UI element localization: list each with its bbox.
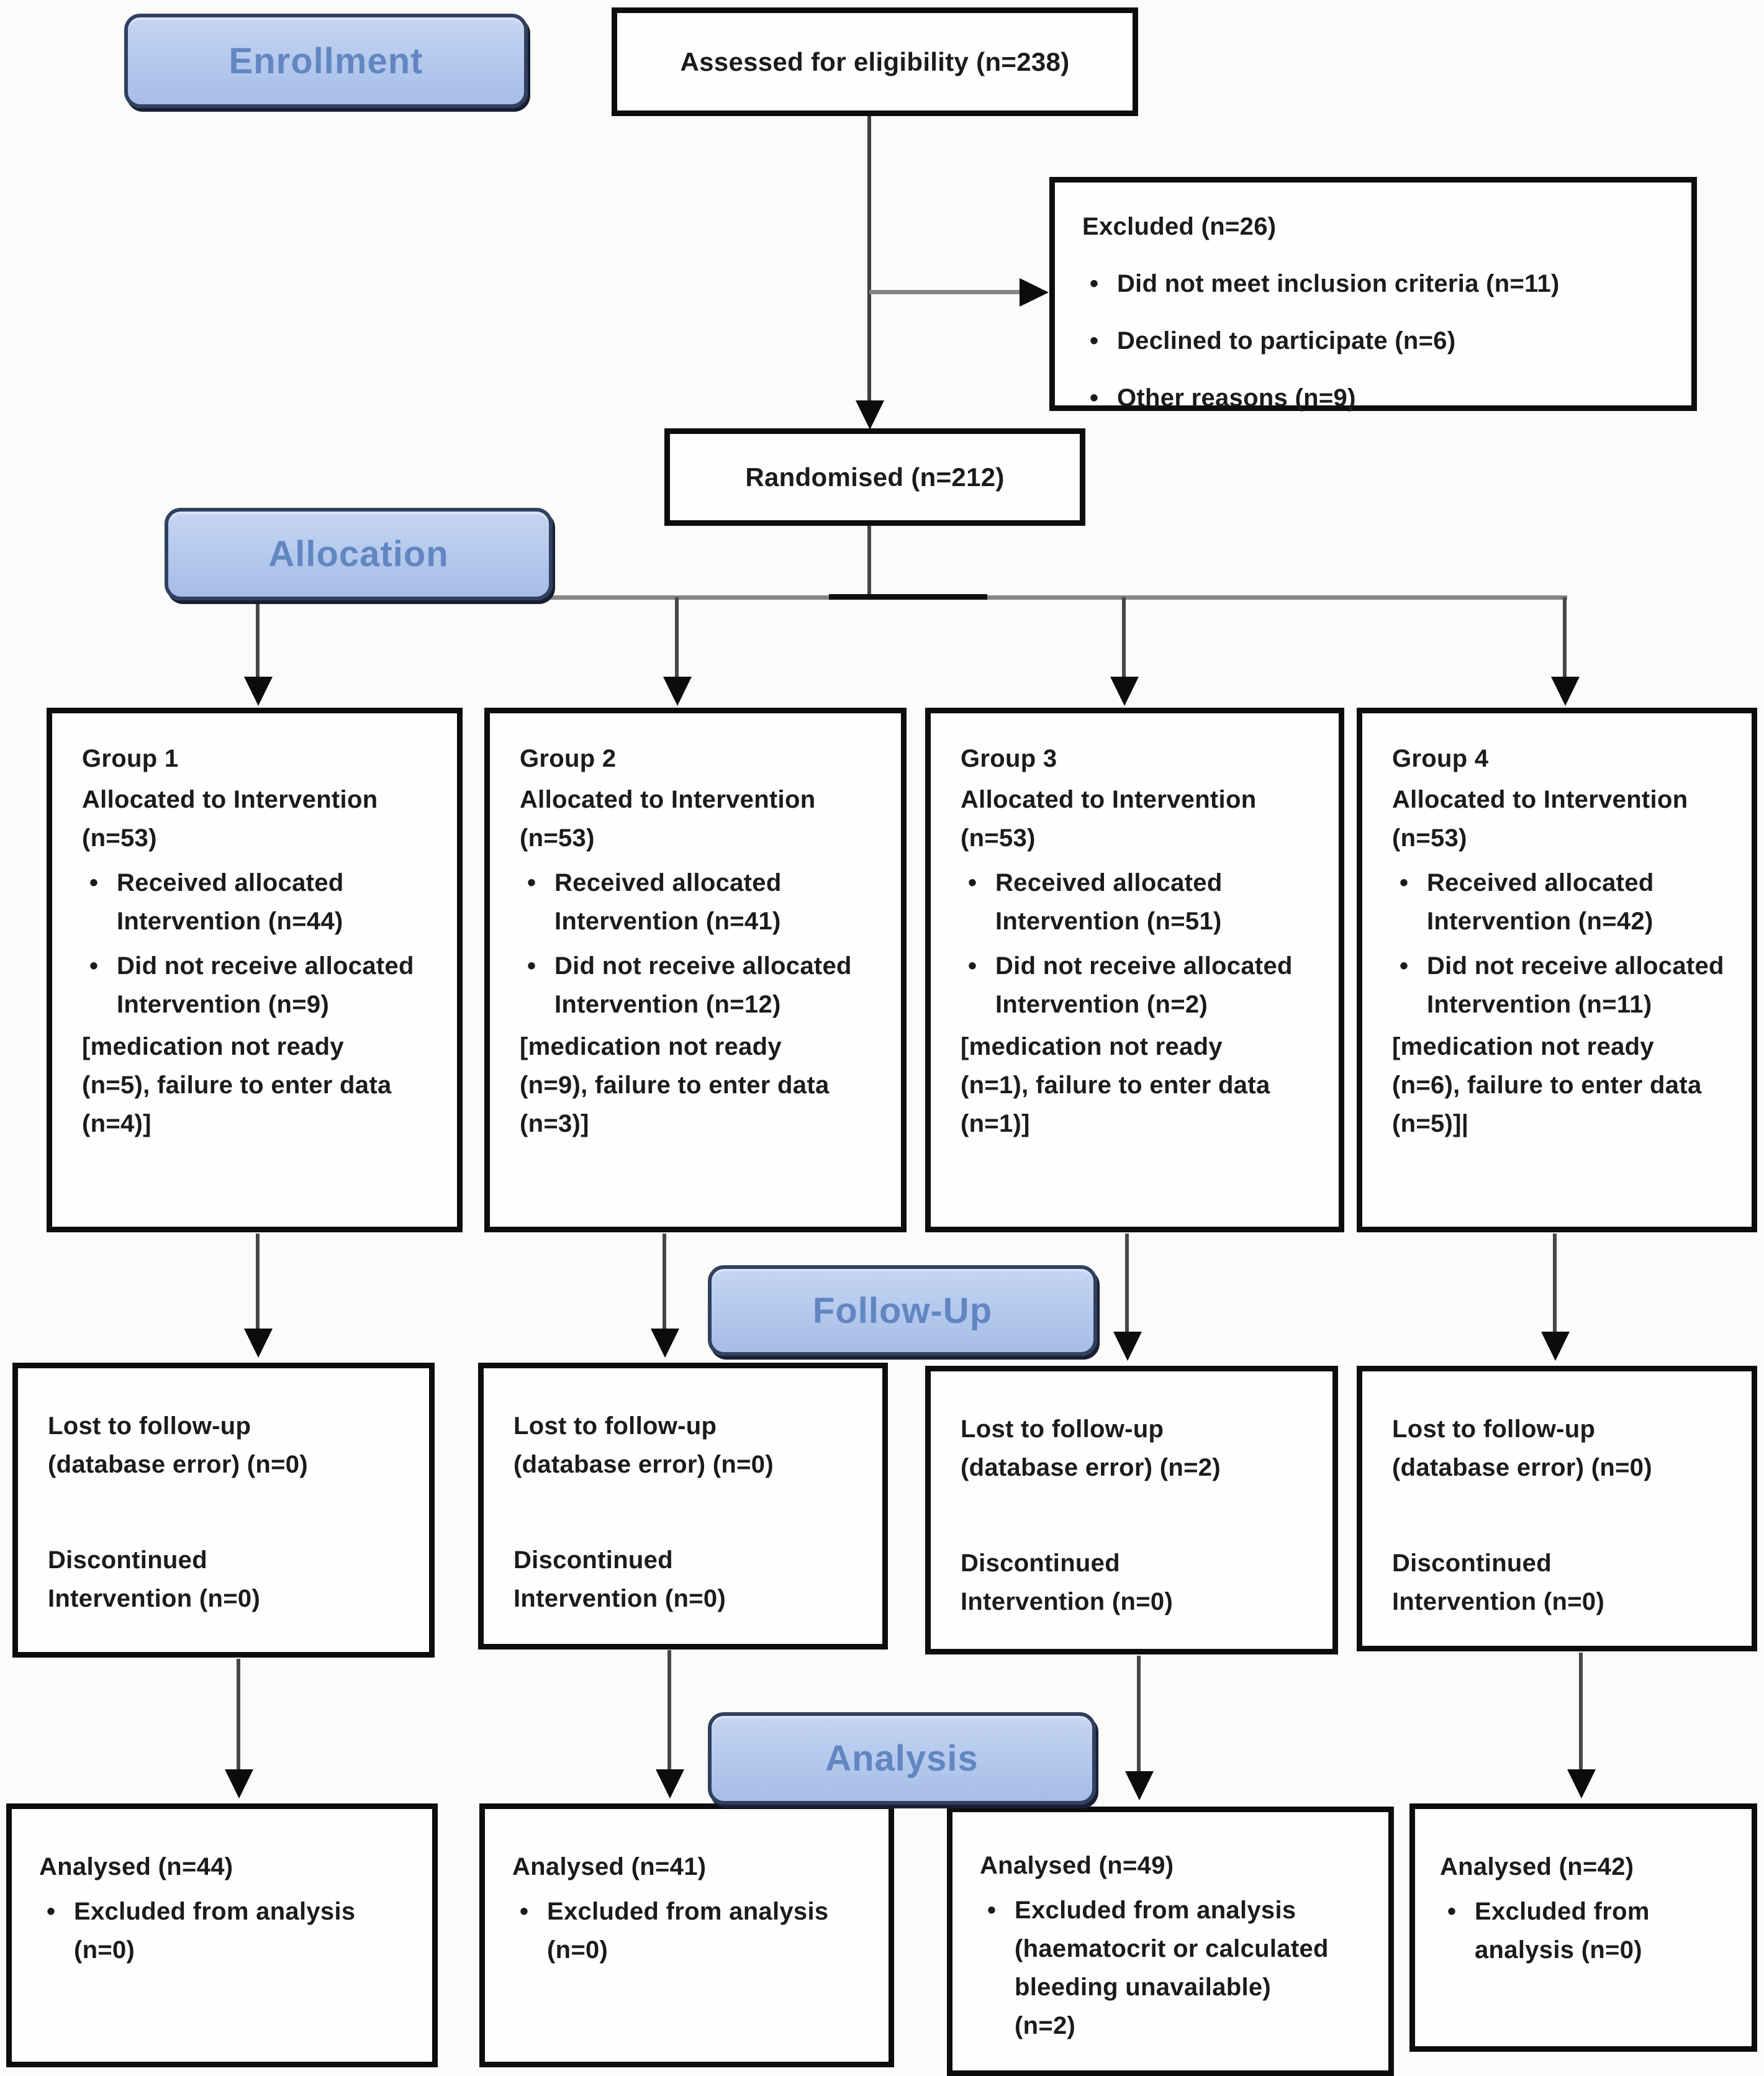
arrowhead-analysed-4-icon — [1567, 1769, 1596, 1798]
allocation-stage-text: Allocation — [268, 534, 449, 574]
assessed-text: Assessed for eligibility (n=238) — [680, 47, 1070, 76]
followup-4-discontinued: Discontinued Intervention (n=0) — [1392, 1550, 1605, 1615]
excluded-box: Excluded (n=26) Did not meet inclusion c… — [1049, 177, 1697, 417]
enrollment-stage-label: Enrollment — [124, 14, 528, 108]
group-3-not-received: Did not receive allocated Intervention (… — [961, 947, 1315, 1024]
analysed-4-line: Analysed (n=42) — [1440, 1853, 1634, 1880]
arrowhead-analysed-3-icon — [1125, 1771, 1154, 1800]
allocation-stage-label: Allocation — [165, 508, 553, 600]
line-rail-to-group-3 — [1122, 597, 1126, 679]
line-group-3-to-followup — [1125, 1234, 1129, 1332]
group-2-received: Received allocated Intervention (n=41) — [520, 864, 877, 941]
line-rail-to-group-1 — [256, 597, 260, 679]
assessed-box: Assessed for eligibility (n=238) — [612, 7, 1138, 116]
analysis-stage-label: Analysis — [708, 1712, 1096, 1805]
line-assessed-to-randomised — [867, 116, 871, 403]
line-rail-to-group-4 — [1563, 597, 1567, 679]
followup-3-box: Lost to follow-up (database error) (n=2)… — [925, 1366, 1338, 1654]
arrowhead-analysed-1-icon — [225, 1769, 253, 1798]
followup-1-box: Lost to follow-up (database error) (n=0)… — [12, 1363, 435, 1658]
line-to-excluded — [869, 290, 1026, 294]
arrowhead-analysed-2-icon — [656, 1769, 684, 1798]
analysed-2-line: Analysed (n=41) — [512, 1853, 707, 1880]
group-3-title: Group 3 — [961, 745, 1057, 772]
analysed-1-line: Analysed (n=44) — [39, 1853, 233, 1880]
analysed-3-line: Analysed (n=49) — [980, 1852, 1174, 1879]
group-4-allocated: Allocated to Intervention (n=53) — [1392, 786, 1688, 852]
line-randomised-to-rail — [867, 526, 871, 599]
group-4-note: [medication not ready (n=6), failure to … — [1392, 1033, 1702, 1137]
arrowhead-group-3-icon — [1110, 677, 1139, 706]
arrowhead-followup-4-icon — [1541, 1332, 1570, 1361]
analysed-1-excluded: Excluded from analysis (n=0) — [39, 1892, 366, 1969]
line-group-1-to-followup — [256, 1234, 260, 1330]
randomised-text: Randomised (n=212) — [745, 462, 1005, 492]
group-2-note: [medication not ready (n=9), failure to … — [520, 1033, 830, 1137]
analysed-2-box: Analysed (n=41) Excluded from analysis (… — [479, 1803, 894, 2067]
group-3-received: Received allocated Intervention (n=51) — [961, 864, 1315, 941]
group-1-allocated: Allocated to Intervention (n=53) — [82, 786, 378, 852]
group-2-box: Group 2 Allocated to Intervention (n=53)… — [484, 708, 907, 1232]
group-3-note: [medication not ready (n=1), failure to … — [961, 1033, 1270, 1137]
group-3-allocated: Allocated to Intervention (n=53) — [961, 786, 1257, 852]
analysis-stage-text: Analysis — [825, 1738, 979, 1779]
analysed-4-excluded: Excluded from analysis (n=0) — [1440, 1892, 1733, 1969]
group-1-not-received: Did not receive allocated Intervention (… — [82, 947, 433, 1024]
analysed-4-box: Analysed (n=42) Excluded from analysis (… — [1409, 1803, 1757, 2052]
group-2-not-received: Did not receive allocated Intervention (… — [520, 947, 877, 1024]
arrowhead-followup-2-icon — [651, 1329, 679, 1358]
group-2-allocated: Allocated to Intervention (n=53) — [520, 786, 816, 852]
group-1-received: Received allocated Intervention (n=44) — [82, 864, 433, 941]
allocation-rail-junction — [829, 594, 987, 600]
group-4-title: Group 4 — [1392, 745, 1489, 772]
followup-3-lost: Lost to follow-up (database error) (n=2) — [961, 1415, 1221, 1481]
group-1-box: Group 1 Allocated to Intervention (n=53)… — [47, 708, 463, 1232]
analysed-3-box: Analysed (n=49) Excluded from analysis (… — [947, 1807, 1394, 2076]
excluded-reason-3: Other reasons (n=9) — [1082, 379, 1669, 417]
analysed-3-excluded: Excluded from analysis (haematocrit or c… — [980, 1891, 1337, 2045]
line-followup-2-to-analysed — [667, 1650, 671, 1771]
group-1-note: [medication not ready (n=5), failure to … — [82, 1033, 392, 1137]
followup-1-lost: Lost to follow-up (database error) (n=0) — [48, 1412, 308, 1478]
followup-stage-text: Follow-Up — [812, 1290, 993, 1331]
arrowhead-followup-1-icon — [244, 1329, 273, 1358]
followup-stage-label: Follow-Up — [708, 1265, 1097, 1356]
group-4-not-received: Did not receive allocated Intervention (… — [1392, 947, 1728, 1024]
followup-4-box: Lost to follow-up (database error) (n=0)… — [1357, 1366, 1757, 1651]
excluded-reason-1: Did not meet inclusion criteria (n=11) — [1082, 264, 1669, 303]
arrowhead-followup-3-icon — [1113, 1332, 1142, 1361]
analysed-1-box: Analysed (n=44) Excluded from analysis (… — [6, 1803, 438, 2067]
followup-2-lost: Lost to follow-up (database error) (n=0) — [513, 1412, 774, 1478]
arrowhead-group-4-icon — [1551, 677, 1580, 706]
line-group-2-to-followup — [663, 1234, 666, 1330]
group-2-title: Group 2 — [520, 745, 617, 772]
followup-1-discontinued: Discontinued Intervention (n=0) — [48, 1546, 261, 1612]
followup-2-discontinued: Discontinued Intervention (n=0) — [513, 1546, 726, 1612]
arrowhead-group-1-icon — [244, 677, 273, 706]
line-group-4-to-followup — [1553, 1234, 1557, 1332]
group-1-title: Group 1 — [82, 745, 179, 772]
line-followup-4-to-analysed — [1579, 1653, 1583, 1771]
line-followup-3-to-analysed — [1137, 1656, 1141, 1772]
group-4-box: Group 4 Allocated to Intervention (n=53)… — [1357, 708, 1757, 1232]
enrollment-stage-text: Enrollment — [228, 40, 423, 81]
excluded-reason-2: Declined to participate (n=6) — [1082, 322, 1669, 360]
line-followup-1-to-analysed — [237, 1659, 240, 1771]
group-4-received: Received allocated Intervention (n=42) — [1392, 864, 1728, 941]
arrowhead-to-excluded-icon — [1020, 278, 1049, 307]
followup-2-box: Lost to follow-up (database error) (n=0)… — [478, 1363, 888, 1650]
followup-4-lost: Lost to follow-up (database error) (n=0) — [1392, 1415, 1652, 1481]
analysed-2-excluded: Excluded from analysis (n=0) — [512, 1892, 839, 1969]
followup-3-discontinued: Discontinued Intervention (n=0) — [961, 1550, 1174, 1615]
excluded-title: Excluded (n=26) — [1082, 213, 1277, 240]
group-3-box: Group 3 Allocated to Intervention (n=53)… — [925, 708, 1344, 1232]
arrowhead-group-2-icon — [663, 677, 692, 706]
line-rail-to-group-2 — [675, 597, 679, 679]
arrowhead-to-randomised-icon — [856, 400, 884, 430]
randomised-box: Randomised (n=212) — [664, 428, 1085, 526]
